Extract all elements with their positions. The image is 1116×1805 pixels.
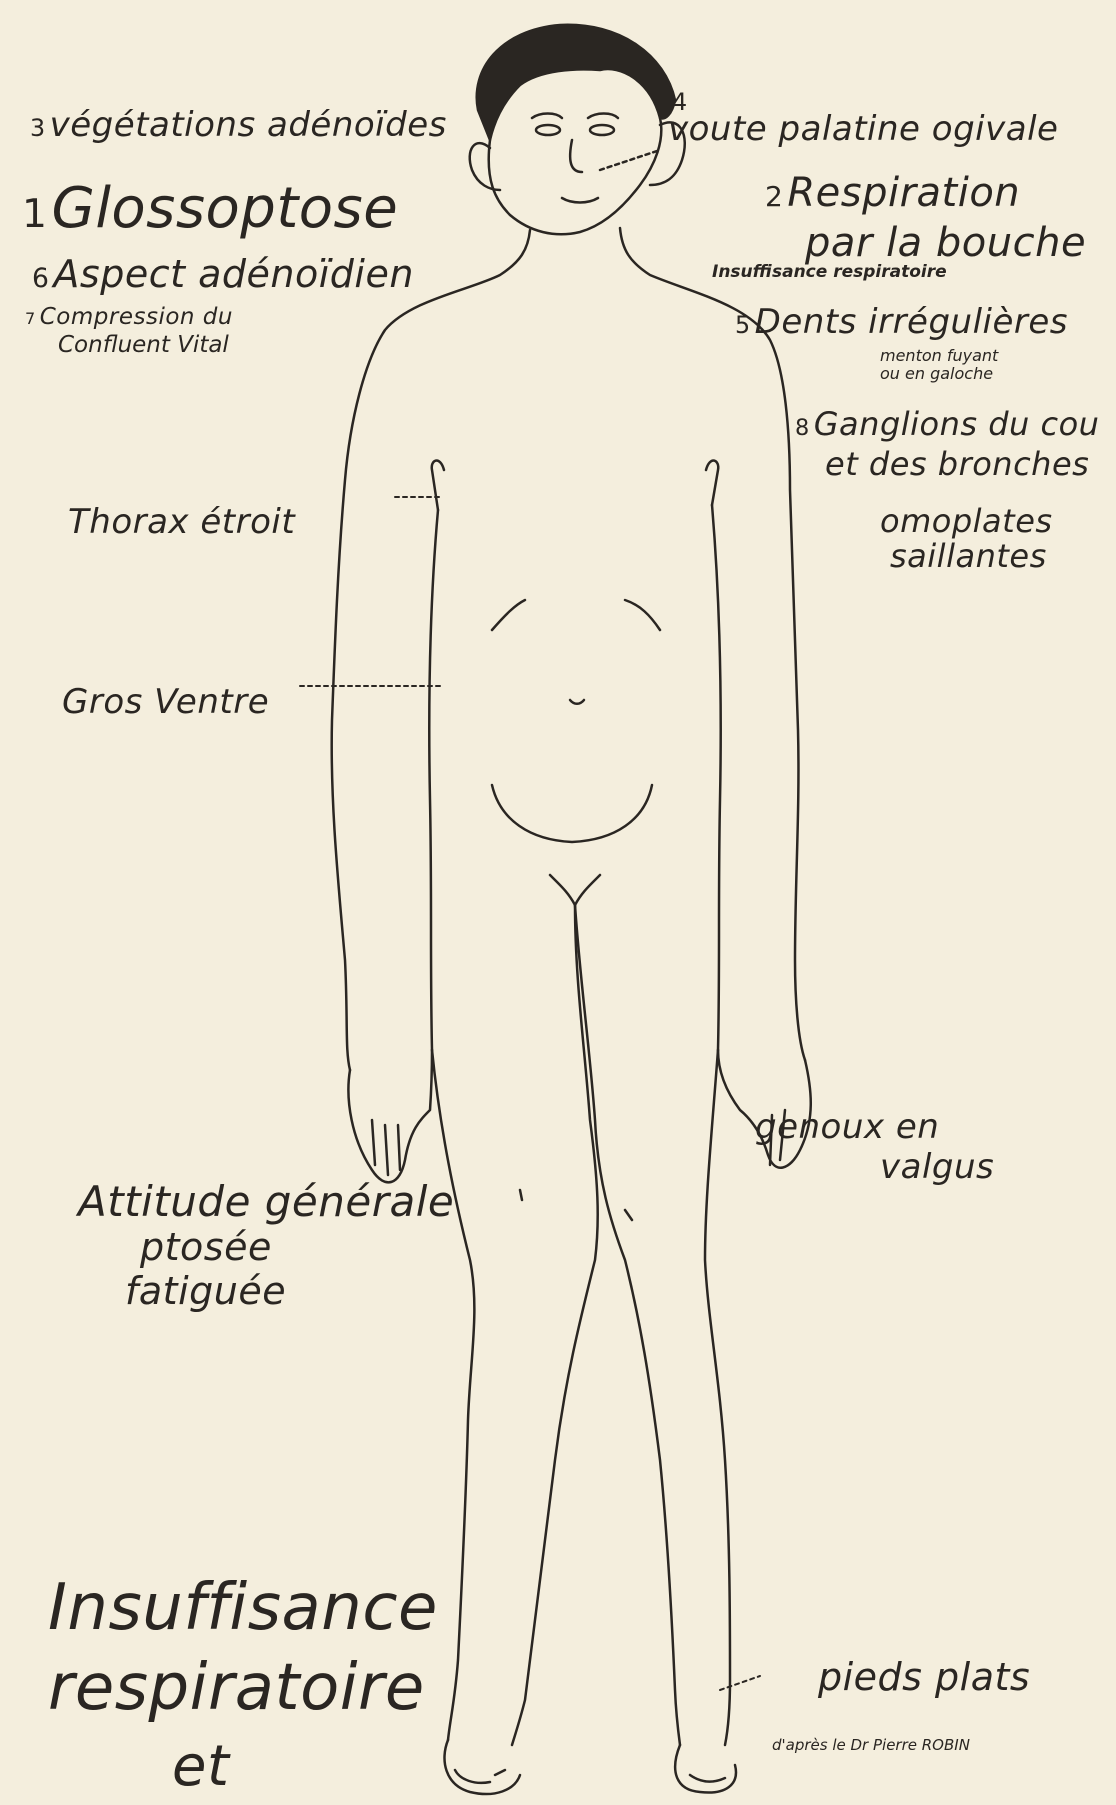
left-leg-outer: [432, 1050, 474, 1740]
label-respiratoire-big: respiratoire: [48, 1655, 425, 1722]
label-omoplates-line2: saillantes: [890, 540, 1047, 574]
groin: [550, 875, 600, 905]
label-dents-sub2: ou en galoche: [880, 366, 993, 383]
chest-line-right: [625, 600, 660, 630]
body-right-outline: [620, 228, 805, 1060]
label-omoplates: omoplates: [880, 505, 1053, 539]
label-respiration-line2: par la bouche: [805, 222, 1086, 264]
head-outline: [489, 118, 662, 234]
chest-line-left: [492, 600, 525, 630]
left-leg-inner: [512, 905, 598, 1745]
nose: [570, 140, 582, 172]
right-leg-outer: [705, 1050, 730, 1745]
hair: [477, 25, 675, 140]
label-attitude-line2: ptosée: [140, 1228, 272, 1268]
label-et-big: et: [172, 1738, 229, 1797]
label-dents-sub1: menton fuyant: [880, 348, 998, 365]
label-pieds: pieds plats: [818, 1658, 1030, 1698]
label-compression-line2: Confluent Vital: [58, 333, 229, 357]
label-genoux-line2: valgus: [880, 1150, 994, 1186]
left-foot: [444, 1740, 520, 1794]
right-leg-inner: [575, 905, 680, 1745]
label-attitude-line3: fatiguée: [125, 1272, 286, 1312]
left-eye: [536, 125, 560, 135]
left-hand: [348, 1050, 432, 1182]
label-ganglions-line2: et des bronches: [825, 448, 1089, 482]
label-credit: d'après le Dr Pierre ROBIN: [772, 1738, 970, 1754]
navel: [570, 700, 584, 704]
label-insuffisance-big: Insuffisance: [48, 1575, 438, 1642]
label-glossoptose: 1Glossoptose: [22, 180, 398, 239]
right-eye: [590, 125, 614, 135]
left-ear: [470, 143, 500, 190]
right-foot: [675, 1745, 736, 1793]
belly-curve: [492, 785, 652, 842]
label-gros-ventre: Gros Ventre: [62, 685, 269, 721]
label-genoux: genoux en: [755, 1110, 939, 1146]
label-attitude: Attitude générale: [78, 1180, 454, 1224]
label-insuffisance-small: Insuffisance respiratoire: [712, 264, 947, 282]
mouth: [562, 198, 598, 203]
label-thorax: Thorax étroit: [68, 505, 295, 541]
